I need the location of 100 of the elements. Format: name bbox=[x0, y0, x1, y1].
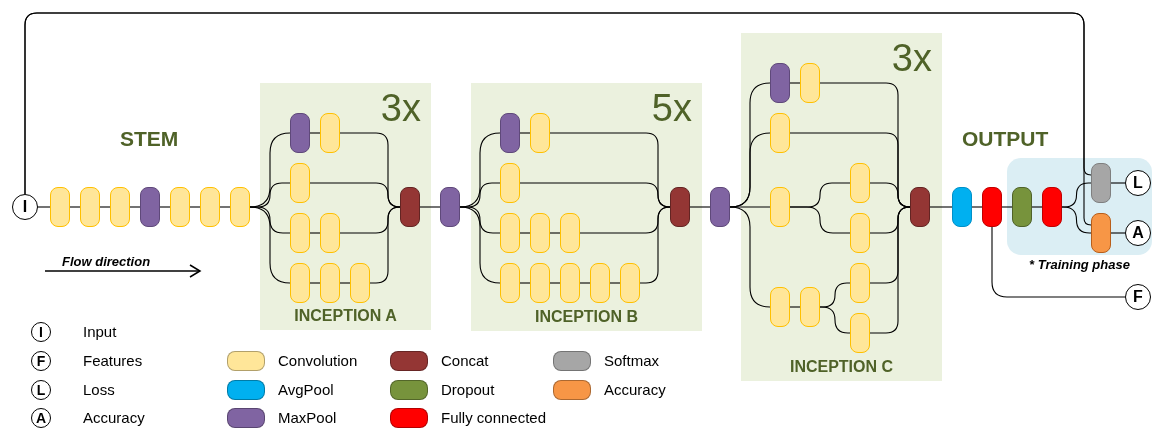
connector-line bbox=[519, 232, 531, 234]
connector-line bbox=[789, 306, 801, 308]
legend-label: AvgPool bbox=[278, 382, 334, 397]
layer-block bbox=[50, 187, 70, 227]
layer-block bbox=[770, 287, 790, 327]
layer-block bbox=[290, 163, 310, 203]
layer-block bbox=[290, 113, 310, 153]
connector-line bbox=[459, 206, 501, 234]
layer-block bbox=[1091, 213, 1111, 253]
panel-title: INCEPTION B bbox=[533, 307, 640, 327]
connector-line bbox=[789, 206, 851, 234]
layer-block bbox=[500, 213, 520, 253]
layer-block bbox=[320, 213, 340, 253]
connector-line bbox=[219, 206, 231, 208]
connector-line bbox=[419, 206, 441, 208]
section-title: STEM bbox=[120, 126, 179, 152]
panel-title: INCEPTION C bbox=[788, 357, 895, 377]
flow-label: Flow direction bbox=[62, 254, 151, 271]
legend-label: Features bbox=[83, 353, 143, 368]
layer-block bbox=[500, 113, 520, 153]
layer-block bbox=[140, 187, 160, 227]
connector-line bbox=[971, 206, 983, 208]
layer-block bbox=[770, 63, 790, 103]
panel-title: INCEPTION A bbox=[293, 306, 398, 326]
layer-block bbox=[170, 187, 190, 227]
layer-block bbox=[710, 187, 730, 227]
connector-line bbox=[789, 82, 801, 84]
layer-block bbox=[560, 213, 580, 253]
layer-block bbox=[800, 287, 820, 327]
legend-label: Softmax bbox=[604, 353, 660, 368]
inception-panel bbox=[260, 83, 431, 330]
connector-line bbox=[129, 206, 141, 208]
connector-line bbox=[519, 182, 671, 208]
layer-block bbox=[290, 213, 310, 253]
inception-panel bbox=[741, 33, 942, 381]
legend-label: Fully connected bbox=[441, 410, 547, 425]
layer-block bbox=[290, 263, 310, 303]
section-title: OUTPUT bbox=[962, 126, 1049, 152]
connector-line bbox=[519, 132, 531, 134]
layer-block bbox=[110, 187, 130, 227]
repeat-count: 3x bbox=[380, 89, 421, 127]
layer-block bbox=[770, 187, 790, 227]
connector-line bbox=[639, 206, 671, 284]
connector-line bbox=[339, 282, 351, 284]
layer-block bbox=[1012, 187, 1032, 227]
inception-panel bbox=[471, 83, 702, 331]
connector-line bbox=[549, 282, 561, 284]
layer-block bbox=[530, 113, 550, 153]
connector-line bbox=[1031, 206, 1043, 208]
connector-line bbox=[1061, 206, 1092, 234]
connector-line bbox=[1110, 182, 1126, 184]
layer-block bbox=[1042, 187, 1062, 227]
connector-line bbox=[99, 206, 111, 208]
connector-line bbox=[549, 232, 561, 234]
layer-block bbox=[200, 187, 220, 227]
legend-label: Input bbox=[83, 324, 117, 339]
legend-label: MaxPool bbox=[278, 410, 337, 425]
layer-block bbox=[440, 187, 460, 227]
layer-block bbox=[320, 113, 340, 153]
layer-block bbox=[350, 263, 370, 303]
layer-block bbox=[530, 213, 550, 253]
layer-block bbox=[590, 263, 610, 303]
connector-line bbox=[37, 206, 51, 208]
legend-label: Concat bbox=[441, 353, 489, 368]
connector-line bbox=[519, 282, 531, 284]
layer-block bbox=[500, 163, 520, 203]
layer-block bbox=[320, 263, 340, 303]
layer-block bbox=[1091, 163, 1111, 203]
legend-label: Accuracy bbox=[83, 410, 145, 425]
layer-block bbox=[850, 163, 870, 203]
connector-line bbox=[309, 182, 401, 208]
legend-label: Convolution bbox=[278, 353, 358, 368]
connector-line bbox=[729, 206, 771, 308]
connector-line bbox=[609, 282, 621, 284]
layer-block bbox=[560, 263, 580, 303]
connector-line bbox=[369, 206, 401, 284]
panel-caption: * Training phase bbox=[1028, 257, 1131, 274]
legend-label: Accuracy bbox=[604, 382, 666, 397]
layer-block bbox=[530, 263, 550, 303]
connector-line bbox=[309, 132, 321, 134]
layer-block bbox=[230, 187, 250, 227]
repeat-count: 3x bbox=[891, 39, 932, 77]
legend-label: Loss bbox=[83, 382, 115, 397]
repeat-count: 5x bbox=[651, 89, 692, 127]
connector-line bbox=[159, 206, 171, 208]
layer-block bbox=[80, 187, 100, 227]
connector-line bbox=[249, 206, 291, 284]
layer-block bbox=[670, 187, 690, 227]
connector-line bbox=[189, 206, 201, 208]
connector-line bbox=[459, 206, 501, 284]
connector-line bbox=[929, 206, 953, 208]
connector-line bbox=[729, 206, 771, 208]
connector-line bbox=[309, 232, 321, 234]
layer-block bbox=[850, 263, 870, 303]
layer-block bbox=[850, 313, 870, 353]
connector-line bbox=[309, 282, 321, 284]
layer-block bbox=[850, 213, 870, 253]
connector-line bbox=[1001, 206, 1013, 208]
connector-line bbox=[1110, 232, 1126, 234]
connector-line bbox=[69, 206, 81, 208]
